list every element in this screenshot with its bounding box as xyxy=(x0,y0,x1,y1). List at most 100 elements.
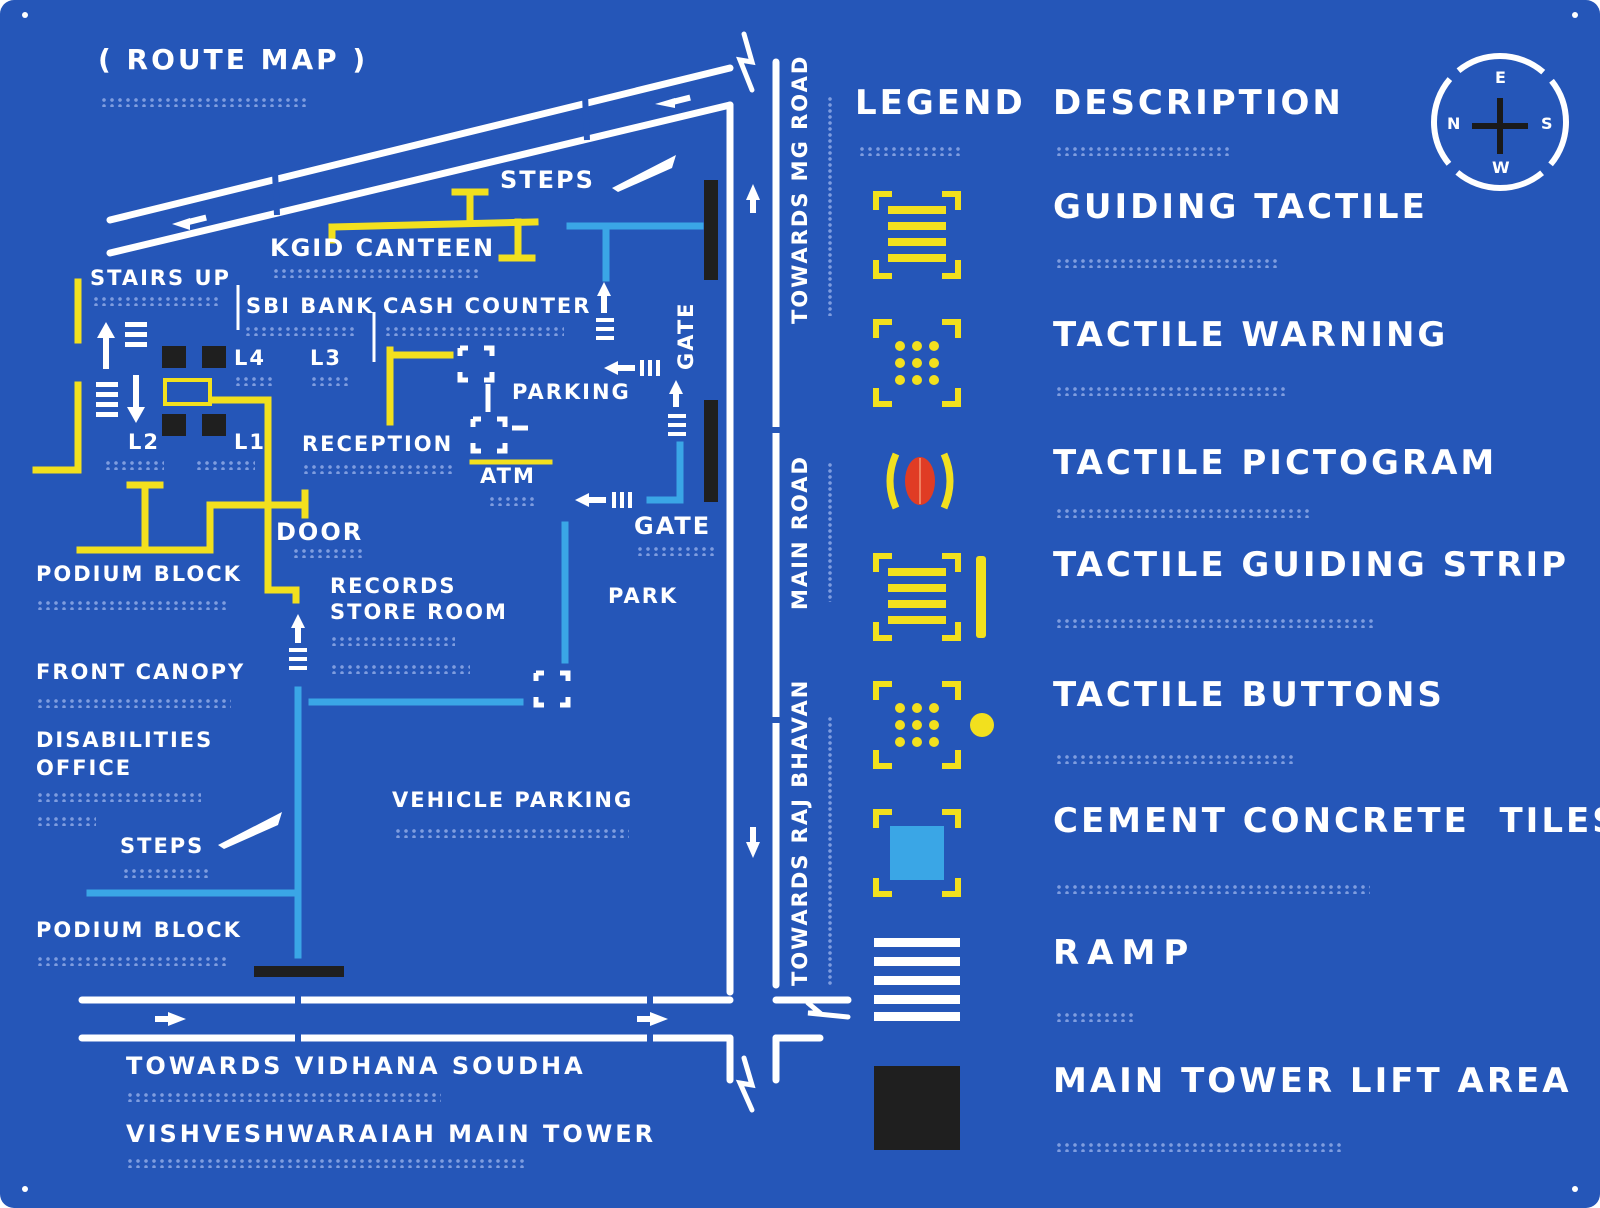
legend-header: LEGEND xyxy=(855,83,1026,123)
braille-records xyxy=(330,636,455,646)
compass-north: N xyxy=(1447,114,1461,133)
label-front-canopy: FRONT CANOPY xyxy=(36,660,246,684)
compass-east: E xyxy=(1495,68,1506,87)
braille-raj-bhavan xyxy=(826,716,836,986)
cement-concrete-tiles-icon xyxy=(873,809,961,897)
braille-atm xyxy=(488,496,538,506)
label-gate: GATE xyxy=(634,512,712,540)
braille-cement-tiles xyxy=(1055,884,1370,894)
label-stairs-up: STAIRS UP xyxy=(90,266,231,290)
braille-stairs-up xyxy=(92,296,222,306)
label-parking: PARKING xyxy=(512,380,631,404)
braille-ramp xyxy=(1055,1012,1135,1022)
label-towards-mg-road: TOWARDS MG ROAD xyxy=(788,54,812,324)
legend-label-tactile-pictogram: TACTILE PICTOGRAM xyxy=(1053,443,1498,483)
arrow-west-top-left xyxy=(172,218,190,230)
label-gate-vertical: GATE xyxy=(674,301,698,370)
braille-l3 xyxy=(310,376,350,386)
label-disabilities: DISABILITIES xyxy=(36,728,214,752)
legend-label-tactile-guiding-strip: TACTILE GUIDING STRIP xyxy=(1053,545,1570,585)
label-reception: RECEPTION xyxy=(302,432,454,456)
guiding-tactile-icon xyxy=(873,191,961,279)
tactile-guiding-strip-icon xyxy=(873,553,986,641)
compass-rose xyxy=(1431,53,1569,191)
arrow-north-main-road xyxy=(746,184,760,200)
braille-door xyxy=(292,548,362,558)
braille-records-2 xyxy=(330,664,470,674)
braille-main-road xyxy=(826,462,836,602)
road-break-bottom xyxy=(735,1055,756,1113)
label-main-road: MAIN ROAD xyxy=(788,455,812,610)
braille-mg-road xyxy=(826,96,836,316)
stairs-up-arrow xyxy=(97,322,115,338)
braille-legend xyxy=(858,146,963,156)
label-steps-bottom: STEPS xyxy=(120,834,205,858)
braille-podium-top xyxy=(36,600,226,610)
braille-main-tower-lift xyxy=(1055,1142,1343,1152)
braille-tactile-pictogram xyxy=(1055,508,1313,518)
braille-vehicle-parking xyxy=(394,828,629,838)
label-towards-vidhana-soudha: TOWARDS VIDHANA SOUDHA xyxy=(126,1052,586,1080)
label-vishveshwaraiah-main-tower: VISHVESHWARAIAH MAIN TOWER xyxy=(126,1120,657,1148)
main-tower-lift-area-icon xyxy=(874,1066,960,1150)
braille-guiding-tactile xyxy=(1055,258,1280,268)
arrow-west-top-right xyxy=(655,98,675,108)
label-l4: L4 xyxy=(234,346,266,370)
top-road-edge-outer xyxy=(106,64,734,224)
legend-label-tactile-warning: TACTILE WARNING xyxy=(1053,315,1449,355)
blue-paths xyxy=(86,222,704,959)
stairs-down-arrow xyxy=(127,407,145,423)
braille-tactile-warning xyxy=(1055,386,1287,396)
steps-ramp-top xyxy=(612,155,676,192)
arrow-south-main-road xyxy=(746,842,760,858)
screw-dot xyxy=(22,12,28,18)
tactile-warning-icon xyxy=(873,319,961,407)
braille-tactile-buttons xyxy=(1055,754,1293,764)
screw-dot xyxy=(22,1186,28,1192)
arrow-east-bottom-left xyxy=(168,1012,186,1026)
compass-west: W xyxy=(1492,158,1510,177)
label-towards-raj-bhavan: TOWARDS RAJ BHAVAN xyxy=(788,678,812,986)
stair-symbols xyxy=(96,155,686,849)
screw-dot xyxy=(1572,1186,1578,1192)
braille-tactile-guiding-strip xyxy=(1055,618,1375,628)
braille-disabilities-2 xyxy=(36,816,96,826)
legend-label-tactile-buttons: TACTILE BUTTONS xyxy=(1053,675,1445,715)
legend-label-guiding-tactile: GUIDING TACTILE xyxy=(1053,187,1428,227)
description-header: DESCRIPTION xyxy=(1053,83,1344,123)
braille-sbi xyxy=(244,326,354,336)
braille-l4 xyxy=(234,376,274,386)
braille-steps-bottom xyxy=(122,868,212,878)
road-outlines xyxy=(78,31,852,1113)
label-park: PARK xyxy=(608,584,679,608)
label-cash-counter: CASH COUNTER xyxy=(383,294,592,318)
label-l3: L3 xyxy=(310,346,342,370)
ramp-icon xyxy=(874,938,960,1021)
label-steps-top: STEPS xyxy=(500,166,595,194)
braille-gate xyxy=(636,546,716,556)
tile-markers xyxy=(457,345,571,708)
legend-label-cement-concrete-tiles: CEMENT CONCRETE TILES xyxy=(1053,801,1600,841)
braille-disabilities xyxy=(36,792,201,802)
road-break-top xyxy=(736,31,756,93)
braille-kgid xyxy=(272,268,482,278)
map-title: ( ROUTE MAP ) xyxy=(98,43,369,76)
road-break-right xyxy=(805,1000,851,1020)
tactile-pictogram-icon xyxy=(886,452,954,510)
lift-areas xyxy=(162,180,718,977)
screw-dot xyxy=(1572,12,1578,18)
braille-description xyxy=(1055,146,1230,156)
label-vehicle-parking: VEHICLE PARKING xyxy=(392,788,634,812)
compass-south: S xyxy=(1541,114,1553,133)
label-kgid-canteen: KGID CANTEEN xyxy=(270,234,496,262)
label-door: DOOR xyxy=(276,518,364,546)
yellow-guiding-paths xyxy=(32,188,553,604)
braille-title xyxy=(100,97,310,107)
top-road-edge-inner xyxy=(106,101,734,257)
braille-cash xyxy=(384,326,564,336)
braille-vishveshwaraiah xyxy=(126,1158,526,1168)
label-l1: L1 xyxy=(234,430,266,454)
braille-vidhana xyxy=(126,1092,441,1102)
